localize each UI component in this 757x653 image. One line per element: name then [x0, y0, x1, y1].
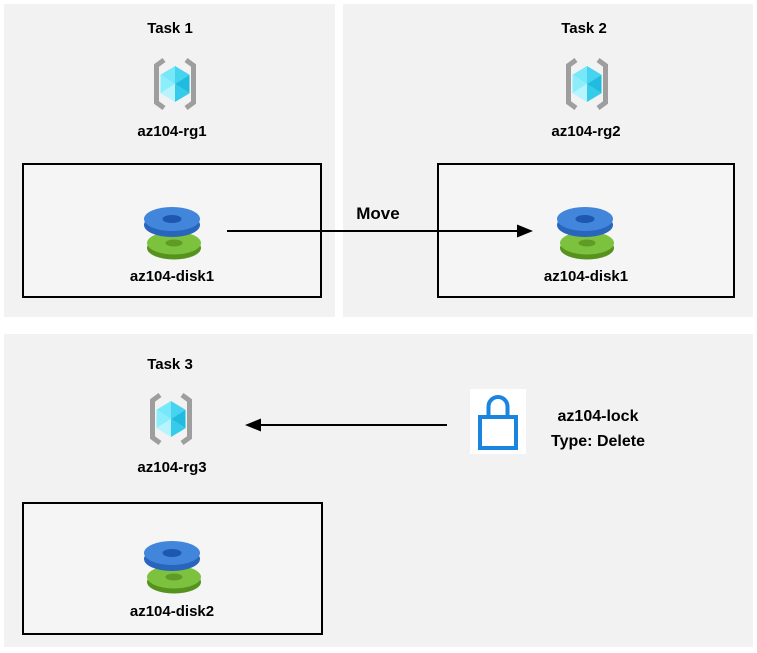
disk-name: az104-disk1: [129, 268, 215, 285]
resource-group-icon: [560, 55, 614, 113]
disk-icon: [557, 207, 614, 260]
resource-group-name: az104-rg1: [137, 123, 207, 140]
lock-type: Type: Delete: [551, 433, 645, 450]
resource-group-name: az104-rg2: [551, 123, 621, 140]
lock-icon: [478, 395, 518, 450]
lock-tile: [470, 389, 526, 454]
task1-title: Task 1: [147, 20, 193, 37]
disk-container-box: [22, 502, 323, 635]
disk-name: az104-disk1: [543, 268, 629, 285]
resource-group-name: az104-rg3: [137, 459, 207, 476]
task3-title: Task 3: [147, 356, 193, 373]
resource-group-icon: [148, 55, 202, 113]
disk-name: az104-disk2: [129, 603, 215, 620]
resource-group-icon: [144, 390, 198, 448]
move-arrow-label: Move: [356, 204, 400, 223]
task2-title: Task 2: [561, 20, 607, 37]
disk-icon: [144, 541, 201, 594]
disk-icon: [144, 207, 201, 260]
lock-name: az104-lock: [557, 408, 639, 425]
